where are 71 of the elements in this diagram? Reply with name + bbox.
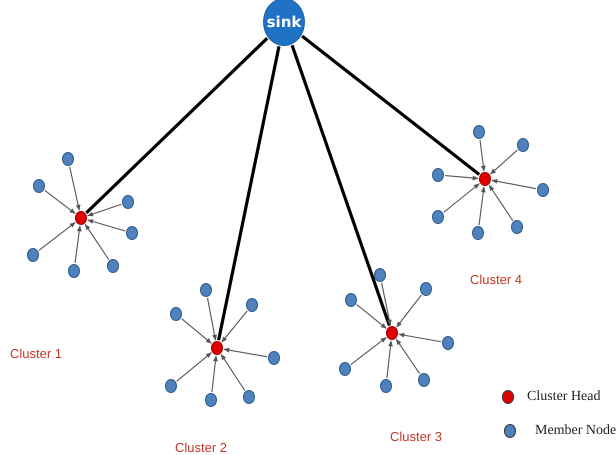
- arrow: [491, 178, 536, 190]
- legend-label: Member Node: [535, 423, 616, 439]
- member-circle: [126, 226, 138, 240]
- arrow: [87, 204, 122, 216]
- member-circle: [339, 362, 351, 376]
- member-circle: [418, 373, 430, 387]
- member-circle: [473, 125, 485, 139]
- arrow: [211, 355, 218, 392]
- arrow: [221, 310, 248, 343]
- link-line: [85, 37, 268, 214]
- arrow: [398, 332, 442, 342]
- member-circle: [374, 268, 386, 282]
- member-circle: [380, 379, 392, 393]
- arrow: [87, 219, 126, 232]
- member-circle: [268, 351, 280, 365]
- member-circle: [165, 379, 177, 393]
- member-circle: [170, 307, 182, 321]
- arrow: [206, 298, 217, 341]
- link-line: [290, 44, 391, 326]
- arrow: [478, 186, 486, 226]
- member-circle: [107, 259, 119, 273]
- cluster-label: Cluster 4: [470, 272, 522, 287]
- arrow: [488, 184, 514, 221]
- member-circle: [420, 282, 432, 296]
- cluster-head-circle: [479, 172, 491, 186]
- arrow: [350, 337, 387, 365]
- arrow: [381, 282, 392, 326]
- link-line: [301, 34, 480, 176]
- member-circle: [27, 248, 39, 262]
- arrow: [356, 304, 387, 329]
- cluster-label: Cluster 3: [390, 429, 442, 444]
- member-circle: [68, 264, 80, 278]
- cluster-label: Cluster 1: [10, 346, 62, 361]
- arrow: [223, 348, 268, 358]
- arrow: [74, 225, 82, 264]
- member-circle: [511, 220, 523, 234]
- arrow: [396, 294, 422, 328]
- member-circle: [442, 336, 454, 350]
- arrow: [181, 318, 212, 344]
- member-circle: [432, 168, 444, 182]
- member-circle: [246, 298, 258, 312]
- cluster-head-circle: [211, 341, 223, 355]
- cluster-head-circle: [386, 326, 398, 340]
- member-circle: [122, 195, 134, 209]
- sink-node: sink: [263, 0, 305, 46]
- arrow: [490, 150, 518, 174]
- arrow: [69, 166, 80, 211]
- legend-label: Cluster Head: [527, 389, 600, 405]
- arrow: [84, 224, 110, 260]
- cluster-label: Cluster 2: [175, 440, 228, 455]
- arrow: [220, 354, 246, 391]
- link-line: [217, 46, 281, 341]
- member-circle: [33, 179, 45, 193]
- arrow: [38, 222, 76, 251]
- arrow: [479, 140, 486, 172]
- arrow: [443, 183, 480, 213]
- member-circle: [205, 393, 217, 407]
- cluster-head-circle: [75, 211, 87, 225]
- member-circle: [537, 183, 549, 197]
- member-circle: [472, 226, 484, 240]
- member-circle: [432, 210, 444, 224]
- member-circle: [243, 390, 255, 404]
- arrow: [444, 175, 479, 180]
- arrow: [44, 190, 76, 214]
- arrow: [386, 340, 393, 378]
- arrow: [396, 338, 420, 374]
- member-circle: [517, 138, 529, 152]
- member-circle: [62, 152, 74, 166]
- member-circle: [345, 293, 357, 307]
- member-circle: [200, 283, 212, 297]
- arrow: [176, 352, 212, 382]
